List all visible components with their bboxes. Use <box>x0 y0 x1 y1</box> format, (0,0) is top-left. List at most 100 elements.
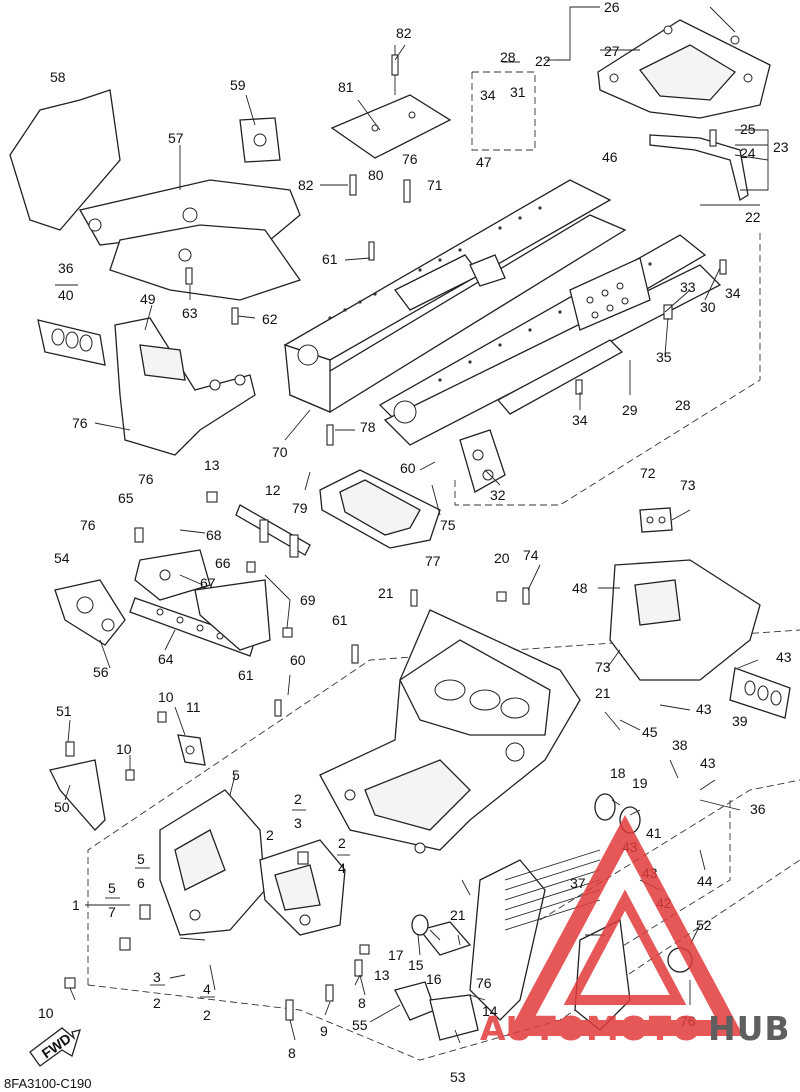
callout-21: 21 <box>450 907 466 923</box>
callout-29: 29 <box>622 402 638 418</box>
drawing-code: 8FA3100-C190 <box>4 1076 91 1091</box>
callout-22: 22 <box>745 209 761 225</box>
callout-46: 46 <box>602 149 618 165</box>
callout-24: 24 <box>740 145 756 161</box>
callout-76: 76 <box>138 471 154 487</box>
callout-51: 51 <box>56 703 72 719</box>
callout-13: 13 <box>204 457 220 473</box>
callout-44: 44 <box>697 873 713 889</box>
callout-77: 77 <box>425 553 441 569</box>
callout-73: 73 <box>595 659 611 675</box>
callout-2: 2 <box>153 995 161 1011</box>
callout-4: 4 <box>338 860 346 876</box>
callout-73: 73 <box>680 477 696 493</box>
callout-76: 76 <box>476 975 492 991</box>
callout-36: 36 <box>58 260 74 276</box>
callout-56: 56 <box>93 664 109 680</box>
callout-81: 81 <box>338 79 354 95</box>
callout-66: 66 <box>215 555 231 571</box>
callout-34: 34 <box>725 285 741 301</box>
callout-74: 74 <box>523 547 539 563</box>
skid-plate-77 <box>319 469 441 549</box>
callout-58: 58 <box>50 69 66 85</box>
bracket-39 <box>729 667 791 719</box>
main-frame-rails <box>283 179 722 446</box>
callout-19: 19 <box>632 775 648 791</box>
forward-direction-arrow: FWD <box>29 1027 81 1067</box>
bracket-32 <box>459 429 506 493</box>
callout-60: 60 <box>400 460 416 476</box>
callout-70: 70 <box>272 444 288 460</box>
callout-9: 9 <box>320 1023 328 1039</box>
callout-16: 16 <box>426 971 442 987</box>
callout-6: 6 <box>137 875 145 891</box>
callout-68: 68 <box>206 527 222 543</box>
callout-62: 62 <box>262 311 278 327</box>
callout-61: 61 <box>322 251 338 267</box>
callout-2: 2 <box>266 827 274 843</box>
callout-34: 34 <box>572 412 588 428</box>
callout-10: 10 <box>158 689 174 705</box>
callout-26: 26 <box>604 0 620 15</box>
callout-27: 27 <box>604 43 620 59</box>
lower-suspension-mount <box>159 789 346 936</box>
watermark-inner-triangle <box>563 889 687 1005</box>
callout-31: 31 <box>510 84 526 100</box>
front-cross-member <box>9 89 302 301</box>
callout-5: 5 <box>232 767 240 783</box>
callout-50: 50 <box>54 799 70 815</box>
callout-67: 67 <box>200 575 216 591</box>
callout-28: 28 <box>675 397 691 413</box>
callout-2: 2 <box>294 791 302 807</box>
watermark-word-a: AUTOMOTO <box>480 1009 701 1048</box>
callout-10: 10 <box>116 741 132 757</box>
callout-64: 64 <box>158 651 174 667</box>
callout-43: 43 <box>700 755 716 771</box>
callout-60: 60 <box>290 652 306 668</box>
callout-55: 55 <box>352 1017 368 1033</box>
callout-7: 7 <box>108 904 116 920</box>
callout-61: 61 <box>332 612 348 628</box>
callout-17: 17 <box>388 947 404 963</box>
callout-32: 32 <box>490 487 506 503</box>
callout-labels: 26 27 22 28 34 31 47 46 25 24 23 22 82 8… <box>38 0 792 1085</box>
group-bars <box>55 61 520 998</box>
callout-13: 13 <box>374 967 390 983</box>
callout-61: 61 <box>238 667 254 683</box>
callout-52: 52 <box>696 917 712 933</box>
callout-21: 21 <box>595 685 611 701</box>
bracket-40 <box>37 319 106 366</box>
side-panel-48 <box>609 507 761 681</box>
callout-2: 2 <box>203 1007 211 1023</box>
callout-5: 5 <box>108 880 116 896</box>
callout-76: 76 <box>72 415 88 431</box>
callout-22: 22 <box>535 53 551 69</box>
callout-10: 10 <box>38 1005 54 1021</box>
callout-37: 37 <box>570 875 586 891</box>
callout-20: 20 <box>494 550 510 566</box>
callout-79: 79 <box>292 500 308 516</box>
callout-72: 72 <box>640 465 656 481</box>
callout-38: 38 <box>672 737 688 753</box>
callout-49: 49 <box>140 291 156 307</box>
leader-lines <box>64 6 769 1044</box>
callout-14: 14 <box>482 1003 498 1019</box>
callout-8: 8 <box>288 1045 296 1061</box>
callout-71: 71 <box>427 177 443 193</box>
bracket-11 <box>177 734 206 766</box>
callout-21: 21 <box>378 585 394 601</box>
callout-33: 33 <box>680 279 696 295</box>
callout-36: 36 <box>750 801 766 817</box>
callout-54: 54 <box>54 550 70 566</box>
steering-brackets <box>54 504 311 657</box>
callout-75: 75 <box>440 517 456 533</box>
watermark-word-b: HUB <box>708 1009 791 1048</box>
callout-4: 4 <box>203 981 211 997</box>
callout-28: 28 <box>500 49 516 65</box>
callout-35: 35 <box>656 349 672 365</box>
callout-65: 65 <box>118 490 134 506</box>
callout-47: 47 <box>476 154 492 170</box>
callout-80: 80 <box>368 167 384 183</box>
callout-18: 18 <box>610 765 626 781</box>
callout-63: 63 <box>182 305 198 321</box>
